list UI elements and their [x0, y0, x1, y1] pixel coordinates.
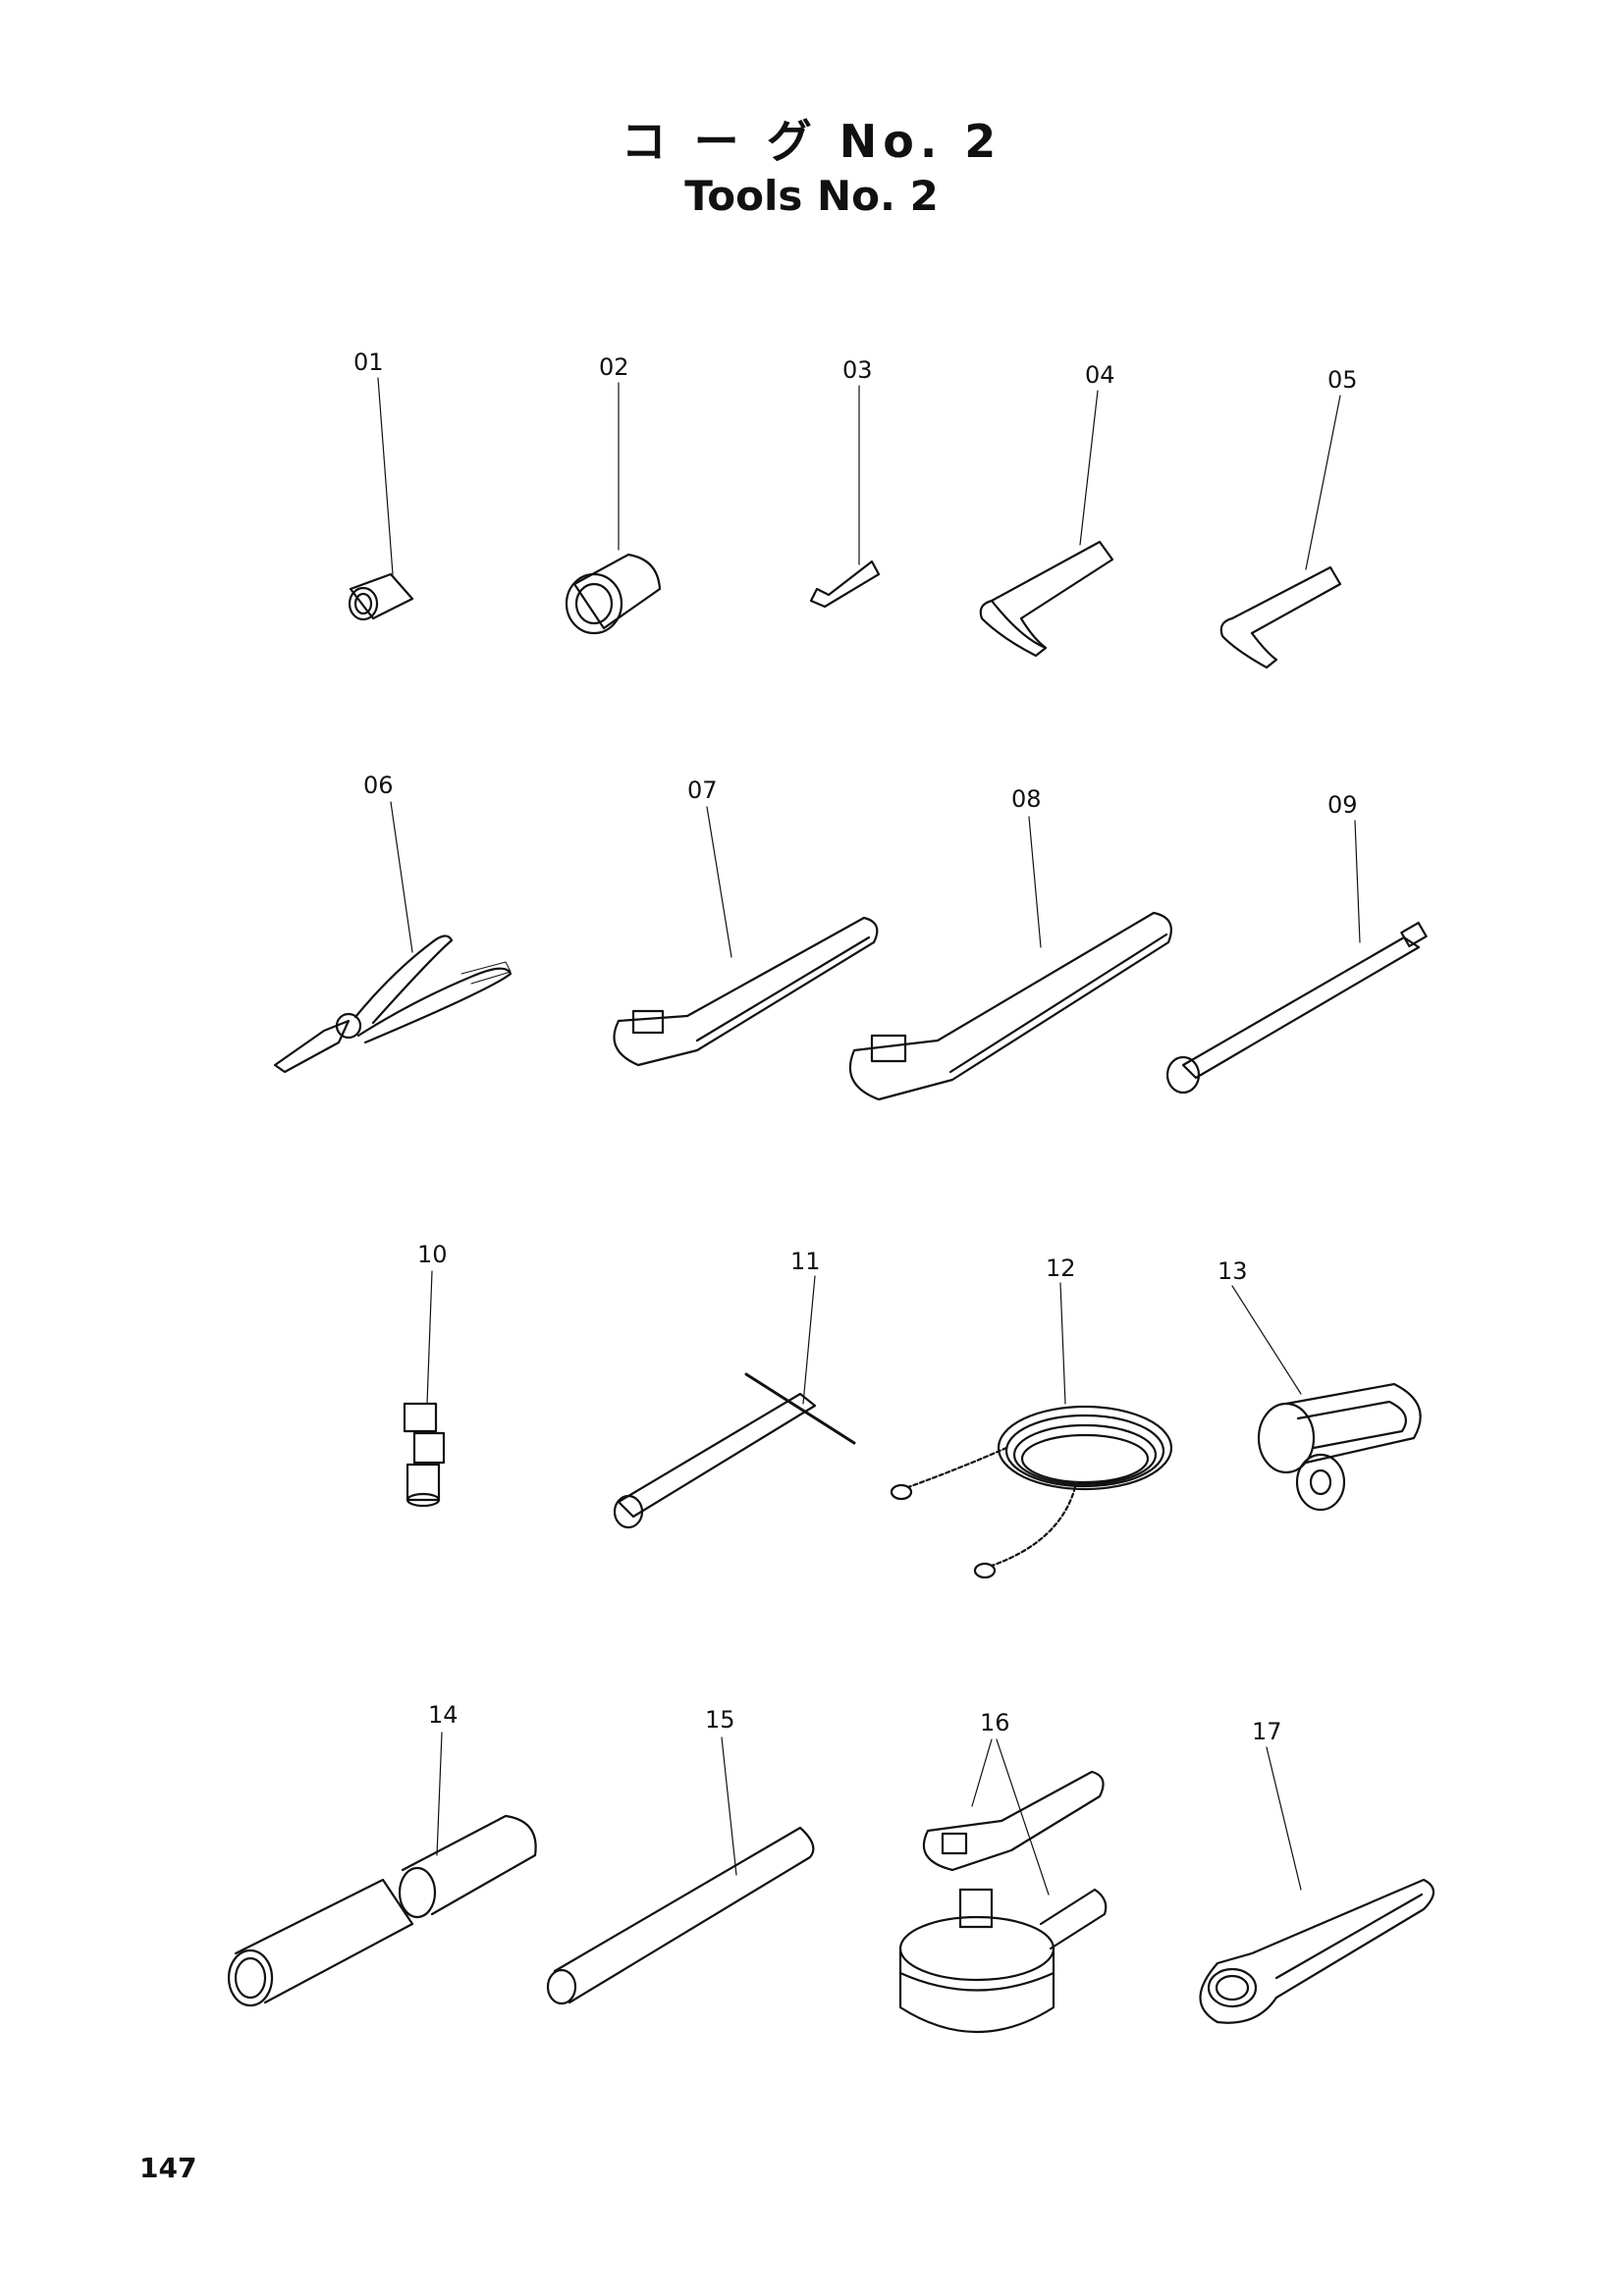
part-07-ratchet-handle: [613, 806, 879, 1067]
part-11-t-wrench: [613, 1275, 856, 1529]
part-03-small-hex-key: [809, 385, 881, 609]
page-title-english: Tools No. 2: [684, 172, 939, 220]
part-label-10: 10: [417, 1241, 448, 1268]
part-label-17: 17: [1252, 1718, 1282, 1745]
part-17-box-end-wrench: [1199, 1746, 1435, 2024]
part-label-11: 11: [790, 1248, 821, 1275]
part-02-large-socket: [565, 382, 662, 635]
part-16-torque-multiplier: [898, 1738, 1108, 2034]
part-13-shackle: [1231, 1285, 1422, 1512]
part-label-16: 16: [980, 1709, 1010, 1736]
part-09-extension-bar: [1165, 820, 1428, 1095]
part-label-14: 14: [428, 1701, 459, 1729]
page-title-japanese: コ ー グ No. 2: [621, 115, 1002, 168]
part-label-08: 08: [1011, 785, 1042, 813]
part-label-07: 07: [687, 776, 718, 804]
part-label-01: 01: [353, 348, 384, 376]
part-10-universal-joint: [403, 1270, 446, 1508]
part-label-13: 13: [1217, 1257, 1248, 1285]
part-label-12: 12: [1046, 1255, 1076, 1282]
part-08-large-ratchet-handle: [848, 816, 1172, 1101]
part-label-05: 05: [1327, 366, 1358, 394]
part-label-06: 06: [363, 772, 394, 799]
part-label-02: 02: [599, 353, 629, 381]
part-04-hex-key: [979, 390, 1114, 658]
part-14-pipe-sections: [227, 1732, 537, 2007]
part-label-04: 04: [1085, 361, 1115, 389]
part-06-pliers: [273, 801, 513, 1074]
part-12-wire-rope: [890, 1282, 1173, 1579]
part-05-hex-key: [1219, 395, 1342, 669]
page-number: 147: [139, 2152, 197, 2184]
part-label-15: 15: [705, 1706, 735, 1734]
part-label-09: 09: [1327, 791, 1358, 819]
part-01-small-socket: [348, 377, 414, 621]
part-label-03: 03: [842, 356, 873, 384]
part-15-bar: [546, 1736, 815, 2005]
